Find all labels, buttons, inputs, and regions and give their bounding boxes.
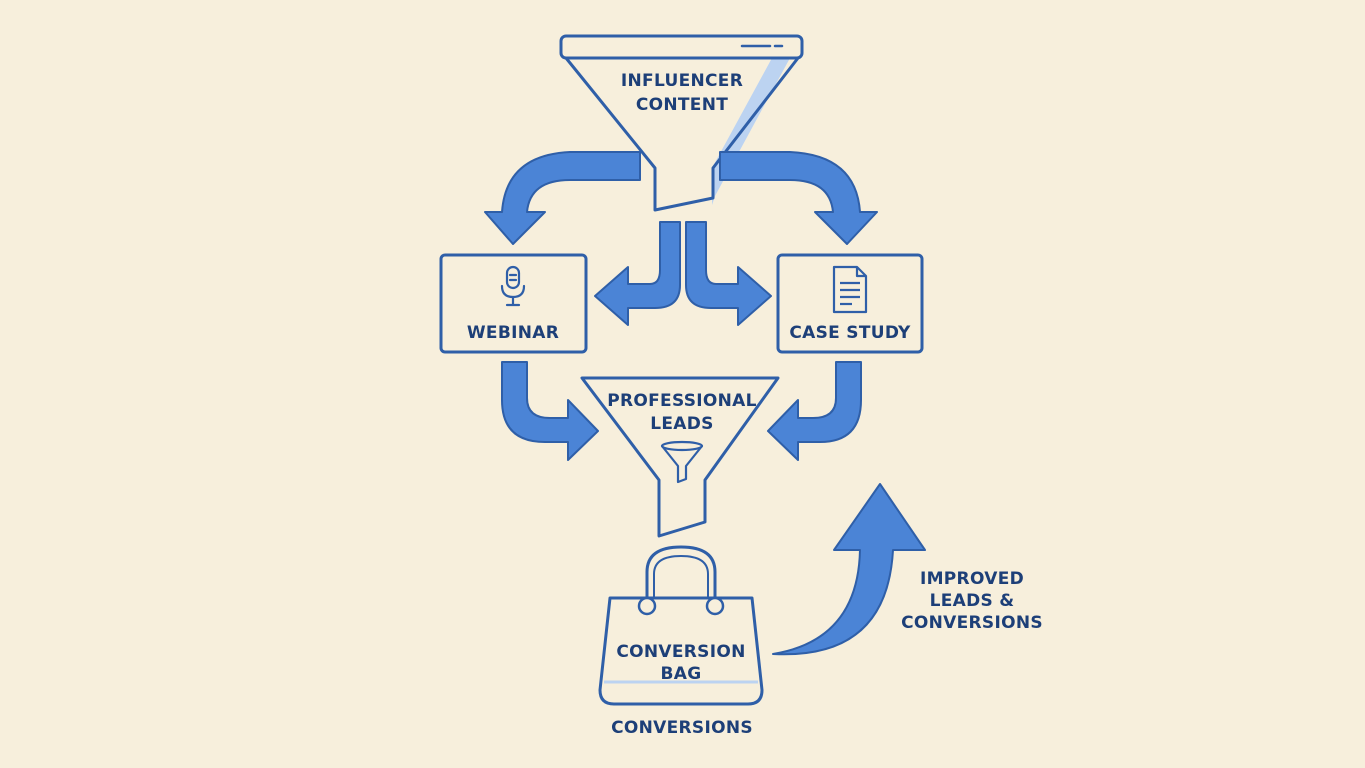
professional-label-line2: LEADS: [650, 414, 713, 434]
arrow-to-case-study: [719, 151, 878, 245]
shopping-bag-icon: CONVERSION BAG: [598, 545, 764, 706]
arrow-to-webinar: [484, 151, 641, 245]
improved-line3: CONVERSIONS: [901, 613, 1043, 633]
improved-line2: LEADS &: [930, 591, 1015, 611]
webinar-label: WEBINAR: [467, 323, 559, 343]
conversion-bag-line2: BAG: [661, 664, 702, 684]
microphone-icon: [500, 265, 526, 307]
arrow-case-study-to-leads: [767, 361, 862, 461]
webinar-box: WEBINAR: [439, 253, 588, 354]
arrow-inner-right: [685, 221, 772, 326]
funnel-rim: [559, 34, 804, 60]
influencer-label-line2: CONTENT: [636, 95, 728, 115]
conversion-bag-line1: CONVERSION: [616, 642, 745, 662]
document-icon: [832, 265, 868, 314]
arrow-webinar-to-leads: [501, 361, 599, 461]
arrow-inner-left: [594, 221, 681, 326]
professional-leads-funnel: PROFESSIONAL LEADS: [580, 376, 780, 538]
improved-line1: IMPROVED: [920, 569, 1024, 589]
flow-arrows: [484, 151, 926, 656]
arrow-improved: [772, 483, 926, 656]
improved-leads-label: IMPROVED LEADS & CONVERSIONS: [901, 569, 1043, 633]
influencer-content-funnel: INFLUENCER CONTENT: [559, 34, 804, 212]
conversions-caption: CONVERSIONS: [611, 718, 753, 738]
professional-label-line1: PROFESSIONAL: [607, 391, 757, 411]
case-study-label: CASE STUDY: [789, 323, 911, 343]
funnel-icon: [660, 440, 704, 484]
case-study-box: CASE STUDY: [776, 253, 924, 354]
influencer-label-line1: INFLUENCER: [621, 71, 743, 91]
funnel-cone: [564, 57, 800, 212]
